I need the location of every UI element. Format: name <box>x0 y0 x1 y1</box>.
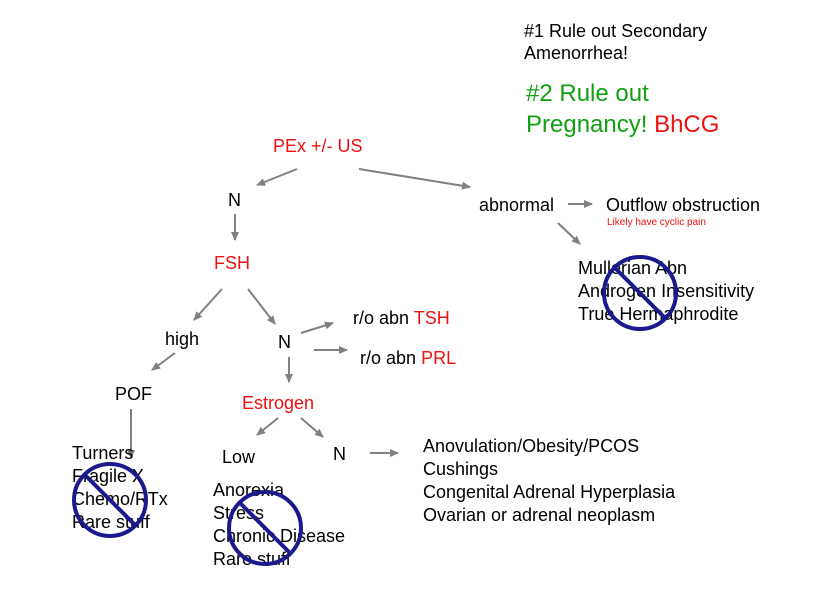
list-item: Anovulation/Obesity/PCOS <box>423 436 640 456</box>
list-item: Turners <box>72 443 134 463</box>
arrow-pex-to-n <box>256 168 298 186</box>
node-n-mid: N <box>278 332 291 352</box>
node-pex: PEx +/- US <box>273 136 363 156</box>
arrow-fsh-to-high <box>193 288 223 321</box>
list-item: Ovarian or adrenal neoplasm <box>423 505 656 525</box>
node-low: Low <box>222 447 256 467</box>
node-pof: POF <box>115 384 153 404</box>
no-sign-icon <box>602 255 678 331</box>
arrow-pex-to-abnormal <box>358 168 471 190</box>
pregnancy-label: Pregnancy! <box>526 111 648 138</box>
tsh-label: TSH <box>413 308 450 328</box>
ro-prl-prefix: r/o abn <box>360 348 417 368</box>
no-sign-icon <box>227 490 303 566</box>
arrow-high-to-pof <box>151 352 176 371</box>
rule-out-pregnancy-line2-group: Pregnancy! BhCG <box>526 109 719 140</box>
node-ro-tsh: r/o abn TSH <box>353 307 450 329</box>
node-abnormal: abnormal <box>479 195 555 215</box>
node-estrogen: Estrogen <box>242 393 315 413</box>
list-item: Anorexia <box>213 480 285 500</box>
node-outflow-obstruction: Outflow obstruction <box>606 195 761 215</box>
no-sign-icon <box>72 462 148 538</box>
list-item: Rare stuff <box>72 512 150 532</box>
node-ro-prl: r/o abn PRL <box>360 347 456 369</box>
list-item: Cushings <box>423 459 499 479</box>
list-item: Androgen Insensitivity <box>578 281 755 301</box>
prl-label: PRL <box>421 348 457 368</box>
rule-out-secondary-line1: #1 Rule out Secondary <box>524 21 708 41</box>
arrow-estrogen-to-low <box>256 417 279 436</box>
node-fsh: FSH <box>214 253 250 273</box>
bhcg-label: BhCG <box>654 111 720 138</box>
arrow-fsh-to-n <box>247 288 276 325</box>
ro-tsh-prefix: r/o abn <box>353 308 410 328</box>
list-item: Chronic Disease <box>213 526 346 546</box>
list-normal-causes: Anovulation/Obesity/PCOS Cushings Congen… <box>423 435 675 527</box>
node-n-top: N <box>228 190 241 210</box>
node-outflow-note: Likely have cyclic pain <box>607 217 706 228</box>
arrow-estrogen-to-n <box>300 417 324 438</box>
node-high: high <box>165 329 200 349</box>
rule-out-pregnancy-line1: #2 Rule out <box>526 80 649 107</box>
rule-out-secondary-line2: Amenorrhea! <box>524 43 629 63</box>
list-low-causes: Anorexia Stress Chronic Disease Rare stu… <box>213 479 345 571</box>
node-n-low: N <box>333 444 346 464</box>
list-item: Congenital Adrenal Hyperplasia <box>423 482 676 502</box>
arrow-n-to-tsh <box>300 321 334 334</box>
arrow-abnormal-to-mullerian <box>557 222 581 245</box>
list-item: Stress <box>213 503 265 523</box>
